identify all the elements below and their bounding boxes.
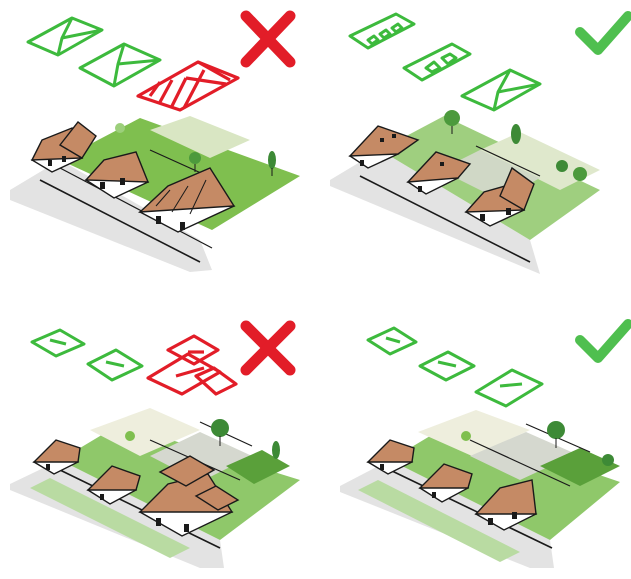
- house: [474, 479, 538, 531]
- tree: [556, 160, 587, 181]
- roof-outline-small-gable: [26, 16, 104, 57]
- green-check-icon: [575, 319, 631, 363]
- roof-outline-long-hip: [474, 368, 544, 408]
- panel-top-right: [330, 11, 631, 274]
- roof-outline-cross-gable: [460, 68, 542, 112]
- roof-outline-medium-hip: [86, 348, 144, 382]
- roof-outline-small-hip: [30, 328, 86, 358]
- green-check-icon: [575, 11, 631, 55]
- house: [418, 463, 473, 503]
- pale-plot: [90, 408, 200, 456]
- roof-outline-gable-with-dormers: [348, 12, 416, 50]
- house: [30, 121, 97, 173]
- lawn-plot: [60, 118, 300, 230]
- tree: [211, 419, 229, 446]
- dark-lawn-plot: [226, 450, 290, 484]
- house: [464, 166, 535, 227]
- sidewalk-lawn: [358, 480, 520, 562]
- panel-bottom-left: [10, 320, 300, 568]
- tree: [444, 110, 460, 134]
- roof-outline-medium-gable: [78, 42, 162, 88]
- panel-top-left: [10, 10, 300, 272]
- grey-plot: [470, 432, 576, 480]
- roof-outline-medium-hip: [418, 350, 476, 382]
- grey-plot: [150, 432, 252, 482]
- road: [330, 150, 540, 274]
- sidewalk-lawn: [30, 478, 190, 558]
- pale-plot: [418, 410, 530, 456]
- tree: [125, 431, 135, 441]
- roof-outline-small-hip: [366, 326, 418, 356]
- roof-outline-gable-with-dormers: [402, 42, 472, 82]
- red-cross-icon: [240, 10, 296, 68]
- roof-outline-oversized-gable: [136, 60, 240, 112]
- oversized-house: [138, 455, 240, 537]
- house: [86, 465, 141, 505]
- panel-bottom-right: [340, 319, 631, 568]
- tree: [189, 152, 201, 172]
- street-scene-top-right: [330, 110, 600, 274]
- house: [84, 151, 150, 199]
- road: [340, 460, 554, 568]
- tree: [272, 441, 280, 459]
- street-scene-bottom-right: [340, 410, 620, 568]
- house: [366, 439, 415, 475]
- lawn-plot: [390, 424, 620, 540]
- street-scene-top-left: [10, 116, 300, 272]
- tree: [268, 151, 276, 176]
- roof-outline-oversized-hip: [146, 334, 238, 396]
- dark-lawn-plot: [540, 448, 620, 486]
- tree: [511, 124, 521, 144]
- tree: [115, 123, 125, 133]
- tree: [547, 421, 565, 448]
- house: [32, 439, 81, 475]
- tree: [602, 454, 614, 466]
- oversized-house: [138, 167, 236, 233]
- street-scene-bottom-left: [10, 408, 300, 568]
- red-cross-icon: [240, 320, 296, 376]
- house: [348, 125, 420, 169]
- pale-plot: [150, 116, 250, 158]
- tree: [461, 431, 471, 441]
- pale-plot: [480, 132, 600, 190]
- house: [406, 151, 472, 195]
